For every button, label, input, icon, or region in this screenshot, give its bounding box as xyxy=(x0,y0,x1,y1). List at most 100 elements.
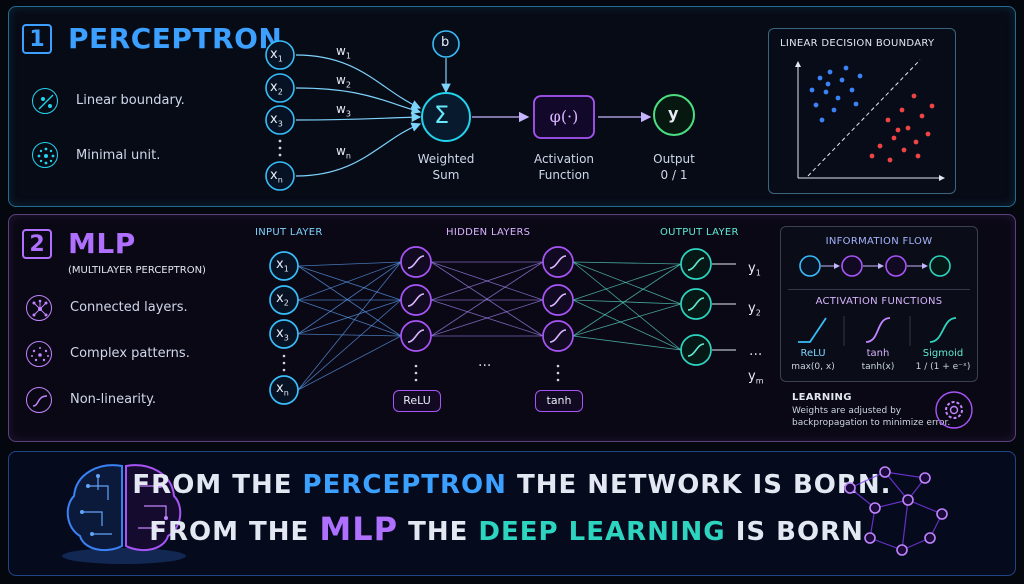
mlp-input-label-n: xn xyxy=(276,381,289,398)
mlp-input-node xyxy=(269,375,299,405)
tanh-tag xyxy=(535,390,583,412)
class-b-point xyxy=(913,139,919,145)
info-card xyxy=(780,226,978,382)
activation-symbol: φ(·) xyxy=(549,107,579,126)
weight-label-n: wn xyxy=(336,144,351,161)
ellipsis-dot xyxy=(282,368,286,372)
mlp-edge xyxy=(430,261,544,301)
ellipsis-dot xyxy=(414,371,418,375)
mlp-output-label-2: y2 xyxy=(748,301,761,318)
relu-formula: max(0, x) xyxy=(791,362,835,372)
sum-node xyxy=(421,92,471,142)
class-b-point xyxy=(929,103,935,109)
activation-functions-title: ACTIVATION FUNCTIONS xyxy=(815,296,943,307)
mlp-input-label-2: x2 xyxy=(276,291,289,308)
ellipsis-dot xyxy=(282,361,286,365)
info-divider xyxy=(788,289,970,290)
tanh-name: tanh xyxy=(866,348,890,359)
linear-boundary-icon xyxy=(32,88,58,114)
section-number-1: 1 xyxy=(22,24,52,54)
bias-node xyxy=(432,30,460,58)
mlp-hidden-dots: ... xyxy=(478,354,492,370)
input-label-1: x1 xyxy=(270,47,283,64)
mlp-edge xyxy=(572,299,682,351)
class-b-point xyxy=(891,135,897,141)
mlp-network xyxy=(269,246,736,405)
information-flow-title: INFORMATION FLOW xyxy=(825,236,933,247)
complex-patterns-icon xyxy=(26,341,52,367)
feature-connected-layers: Connected layers. xyxy=(70,300,188,315)
sigmoid-formula: 1 / (1 + e⁻ˣ) xyxy=(915,362,971,372)
activation-curve xyxy=(407,255,425,269)
activation-curve xyxy=(549,255,567,269)
mlp-edge xyxy=(297,261,402,267)
sigmoid-name: Sigmoid xyxy=(922,348,964,359)
ellipsis-dot xyxy=(556,364,560,368)
output-node xyxy=(653,94,695,136)
input-line-2 xyxy=(295,87,422,115)
class-b-point xyxy=(869,153,875,159)
ellipsis-dot xyxy=(414,364,418,368)
feature-linear-boundary: Linear boundary. xyxy=(76,93,185,108)
class-b-point xyxy=(905,125,911,131)
footer-line-1: FROM THE PERCEPTRON THE NETWORK IS BORN. xyxy=(132,470,892,500)
section-number-2: 2 xyxy=(22,229,52,259)
boundary-line xyxy=(807,59,921,177)
ellipsis-dot xyxy=(556,371,560,375)
sum-symbol: Σ xyxy=(434,101,450,129)
gear-icon xyxy=(935,391,973,429)
activation-label-2: Function xyxy=(538,168,590,182)
mlp-edge xyxy=(297,333,402,337)
feature-non-linearity: Non-linearity. xyxy=(70,392,157,407)
mlp-edge xyxy=(297,299,402,391)
activation-curve xyxy=(407,329,425,343)
relu-tag-label: ReLU xyxy=(403,394,431,407)
input-line-1 xyxy=(295,54,422,109)
mlp-edge xyxy=(572,263,682,301)
class-b-point xyxy=(877,143,883,149)
sum-label-1: Weighted xyxy=(417,152,475,166)
class-b-point xyxy=(915,153,921,159)
mlp-edge xyxy=(297,265,402,337)
class-a-point xyxy=(825,81,831,87)
decision-boundary-title: LINEAR DECISION BOUNDARY xyxy=(780,38,935,49)
class-b-point xyxy=(887,157,893,163)
class-a-point xyxy=(853,101,859,107)
decision-boundary-plot xyxy=(795,59,945,181)
activation-curve xyxy=(407,293,425,307)
input-label-2: x2 xyxy=(270,80,283,97)
relu-curve xyxy=(798,317,827,343)
class-a-point xyxy=(839,77,845,83)
class-a-point xyxy=(817,75,823,81)
mlp-edge xyxy=(297,261,402,335)
minimal-unit-icon xyxy=(32,142,58,168)
mlp-output-label-1: y1 xyxy=(748,261,761,278)
class-a-point xyxy=(823,89,829,95)
perceptron-diagram xyxy=(265,30,695,191)
mlp-edge xyxy=(297,299,402,337)
mlp-edge xyxy=(297,261,402,301)
weight-label-2: w2 xyxy=(336,73,351,90)
mlp-edge xyxy=(297,261,402,391)
tanh-formula: tanh(x) xyxy=(861,362,895,372)
class-b-point xyxy=(885,117,891,123)
output-layer-label: OUTPUT LAYER xyxy=(660,227,739,238)
class-b-point xyxy=(919,113,925,119)
mlp-edge xyxy=(572,261,682,351)
class-b-point xyxy=(925,131,931,137)
input-node-3 xyxy=(265,105,295,135)
mlp-edge xyxy=(430,299,544,337)
relu-tag xyxy=(393,390,441,412)
mlp-edge xyxy=(297,265,402,301)
relu-name: ReLU xyxy=(800,348,826,359)
class-a-point xyxy=(827,69,833,75)
mlp-input-node xyxy=(269,251,299,281)
weight-label-3: w3 xyxy=(336,102,351,119)
mlp-title: MLP xyxy=(68,227,136,260)
ellipsis-dot xyxy=(414,378,418,382)
connected-layers-icon xyxy=(26,295,52,321)
learning-text-1: Weights are adjusted by xyxy=(792,406,902,416)
ellipsis-dot xyxy=(556,378,560,382)
input-node-1 xyxy=(265,40,295,70)
hidden-layers-label: HIDDEN LAYERS xyxy=(446,227,531,238)
